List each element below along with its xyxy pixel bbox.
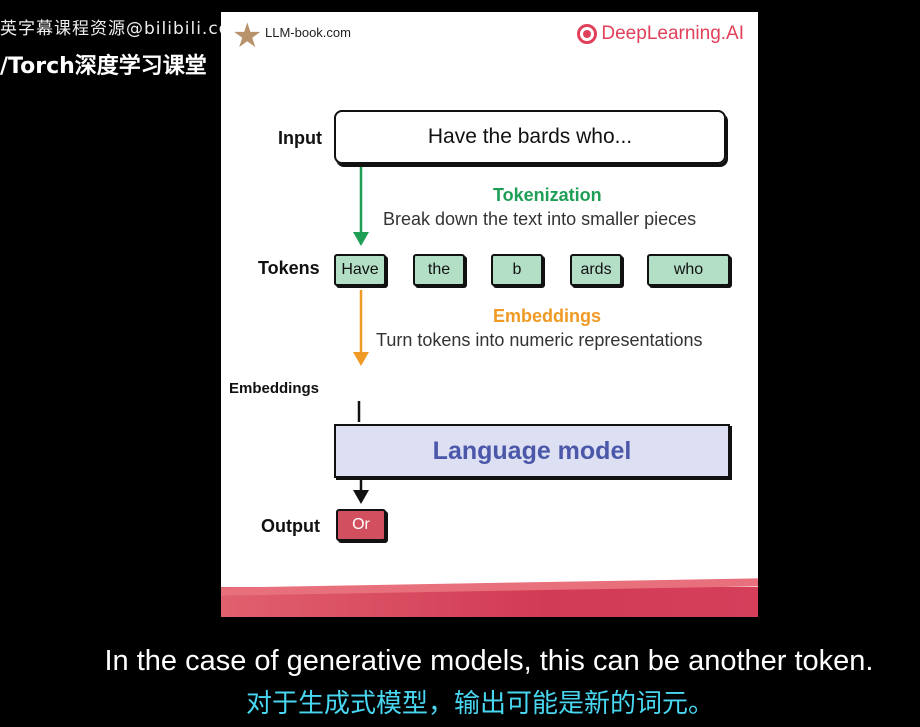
flow-arrows [353, 167, 369, 504]
token-b: b [491, 254, 543, 286]
brand-name: DeepLearning.AI [601, 23, 744, 44]
token-have: Have [334, 254, 386, 286]
watermark-course-title: /Torch深度学习课堂 [0, 54, 207, 79]
token-ards: ards [570, 254, 622, 286]
brand-logo: DeepLearning.AI [577, 23, 744, 45]
bilibili-watermark: bilibili [238, 46, 296, 68]
token-the: the [413, 254, 465, 286]
input-text-box: Have the bards who... [334, 110, 726, 164]
bilibili-mascot-icon: ★ [232, 17, 263, 55]
output-token-box: Or [336, 509, 386, 541]
tokens-label: Tokens [258, 258, 320, 278]
footer-band [221, 587, 758, 617]
deeplearning-logo-icon [577, 24, 598, 44]
tokenization-desc: Break down the text into smaller pieces [383, 209, 697, 229]
embeddings-desc: Turn tokens into numeric representations [376, 330, 703, 350]
output-label: Output [261, 516, 320, 536]
embeddings-title: Embeddings [493, 306, 602, 326]
subtitle-chinese: 对于生成式模型，输出可能是新的词元。 [245, 689, 714, 719]
subtitle-english: In the case of generative models, this c… [104, 645, 874, 677]
slide: LLM-book.com DeepLearning.AI Input Have … [221, 12, 758, 617]
watermark-top-text: 英字幕课程资源@bilibili.com [0, 19, 248, 39]
token-who: who [647, 254, 730, 286]
tokenization-title: Tokenization [493, 185, 602, 205]
input-label: Input [278, 128, 322, 148]
embeddings-label: Embeddings [229, 380, 320, 397]
site-url: LLM-book.com [265, 25, 351, 40]
language-model-box: Language model [334, 424, 730, 478]
